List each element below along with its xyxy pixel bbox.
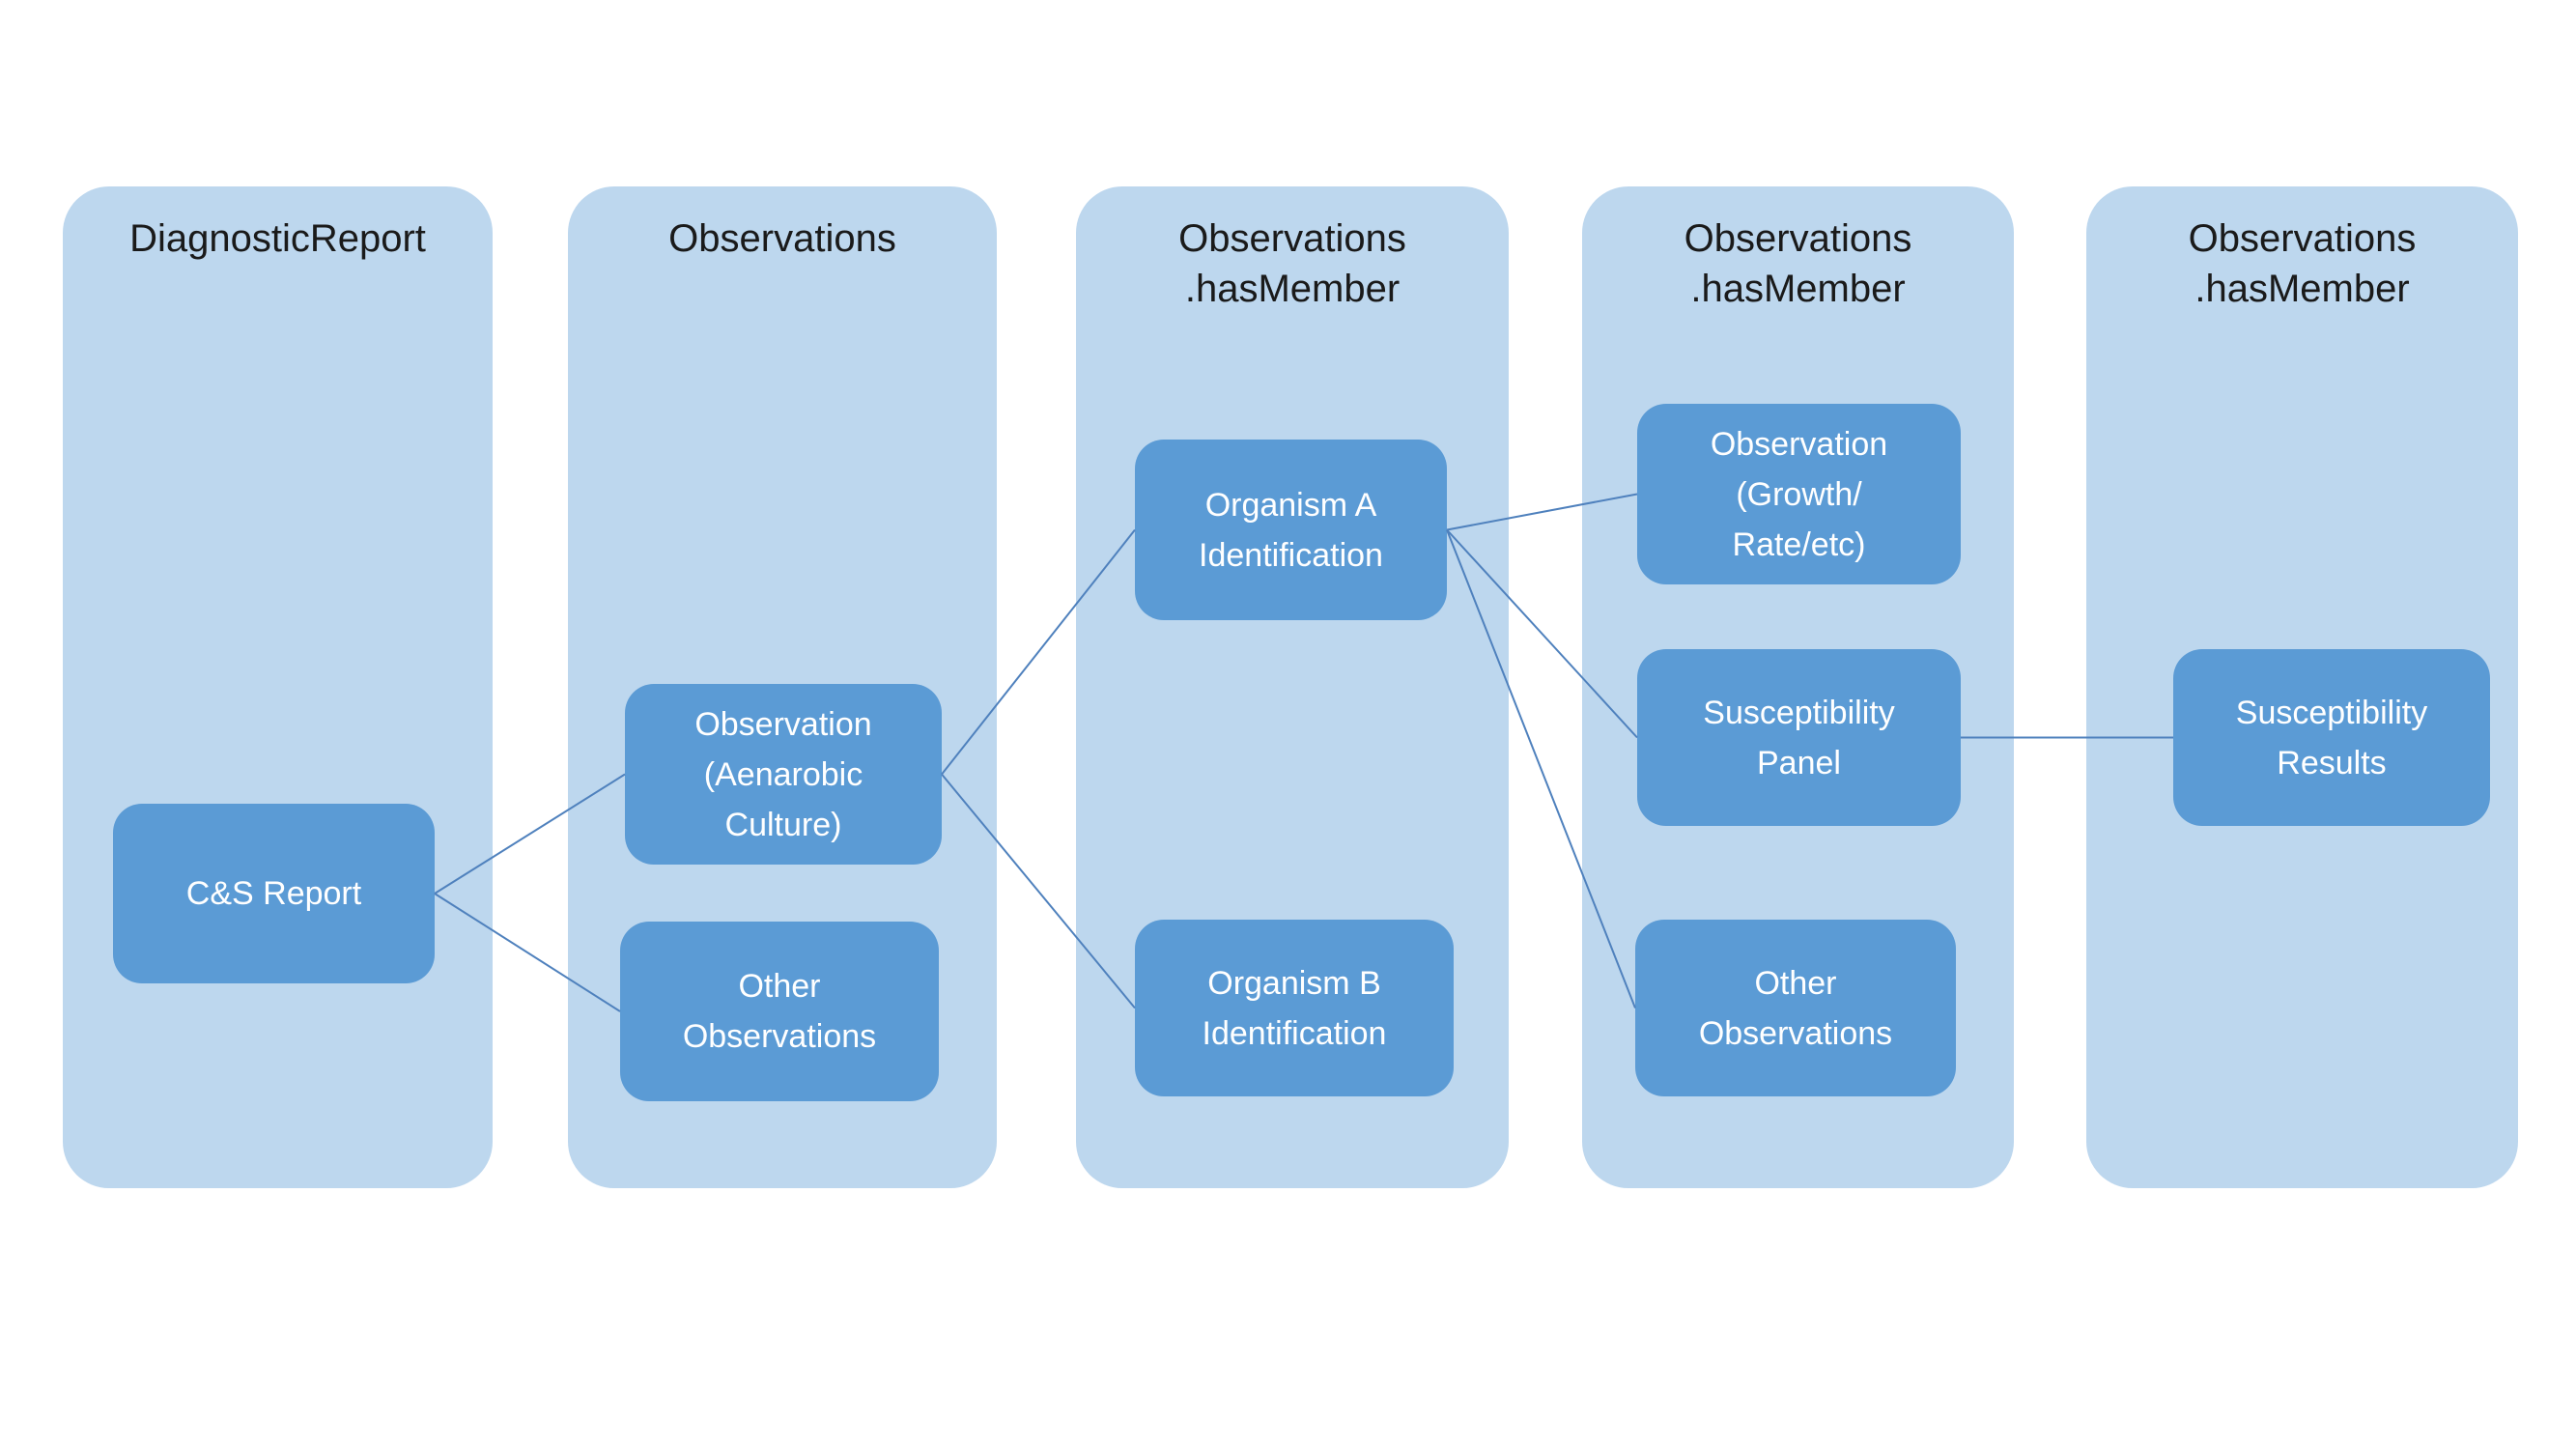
column-header: DiagnosticReport <box>129 217 426 260</box>
column-header: Observations .hasMember <box>2188 217 2417 310</box>
column-header: Observations .hasMember <box>1178 217 1406 310</box>
column-diagnostic-report: DiagnosticReport C&S Report <box>63 186 493 1188</box>
column-observations-hasmember-3: Observations .hasMember Susceptibility R… <box>2086 186 2518 1188</box>
column-observations: Observations Observation (Aenarobic Cult… <box>568 186 997 1188</box>
node-other-observations: Other Observations <box>620 922 939 1101</box>
node-susceptibility-panel: Susceptibility Panel <box>1637 649 1961 826</box>
column-header: Observations .hasMember <box>1684 217 1912 310</box>
node-organism-a-identification: Organism A Identification <box>1135 440 1447 620</box>
node-observation-growth-rate: Observation (Growth/ Rate/etc) <box>1637 404 1961 584</box>
node-organism-b-identification: Organism B Identification <box>1135 920 1454 1096</box>
column-observations-hasmember-2: Observations .hasMember Observation (Gro… <box>1582 186 2014 1188</box>
node-susceptibility-results: Susceptibility Results <box>2173 649 2490 826</box>
node-cs-report: C&S Report <box>113 804 435 983</box>
column-header: Observations <box>668 217 896 260</box>
column-observations-hasmember-1: Observations .hasMember Organism A Ident… <box>1076 186 1509 1188</box>
node-other-observations: Other Observations <box>1635 920 1956 1096</box>
node-observation-aenarobic-culture: Observation (Aenarobic Culture) <box>625 684 942 865</box>
